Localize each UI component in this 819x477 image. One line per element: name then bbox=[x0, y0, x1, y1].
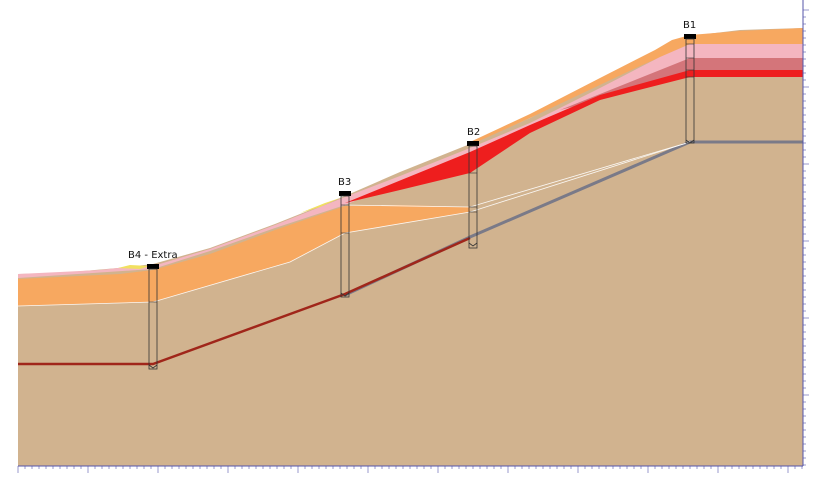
borehole-label-b2: B2 bbox=[467, 127, 480, 138]
borehole-cap bbox=[339, 191, 351, 196]
borehole-cap bbox=[684, 34, 696, 39]
right-axis-ticks bbox=[803, 9, 809, 466]
borehole-b2[interactable]: B2 bbox=[467, 127, 480, 249]
borehole-b3[interactable]: B3 bbox=[338, 177, 351, 298]
borehole-b4[interactable]: B4 - Extra bbox=[128, 250, 178, 370]
orange-topsoil-right bbox=[470, 28, 803, 145]
base-soil-layer bbox=[18, 28, 803, 466]
orange-layer bbox=[18, 205, 470, 306]
borehole-cap bbox=[467, 141, 479, 146]
borehole-shaft bbox=[468, 145, 478, 249]
borehole-cap bbox=[147, 264, 159, 269]
borehole-label-b3: B3 bbox=[338, 177, 351, 188]
borehole-shaft bbox=[340, 195, 350, 298]
borehole-label-b1: B1 bbox=[683, 20, 696, 31]
borehole-b1[interactable]: B1 bbox=[683, 20, 696, 144]
bottom-axis-ticks bbox=[17, 466, 803, 473]
yellow-topsoil-sliver-b3 bbox=[300, 198, 340, 213]
red-layer bbox=[345, 70, 803, 203]
borehole-label-b4: B4 - Extra bbox=[128, 250, 178, 261]
yellow-topsoil-sliver bbox=[118, 265, 150, 269]
dark-red-boundary-line bbox=[18, 236, 471, 366]
layer-boundary-1 bbox=[17, 141, 691, 307]
mauve-layer bbox=[560, 58, 803, 110]
borehole-shaft bbox=[148, 268, 158, 370]
